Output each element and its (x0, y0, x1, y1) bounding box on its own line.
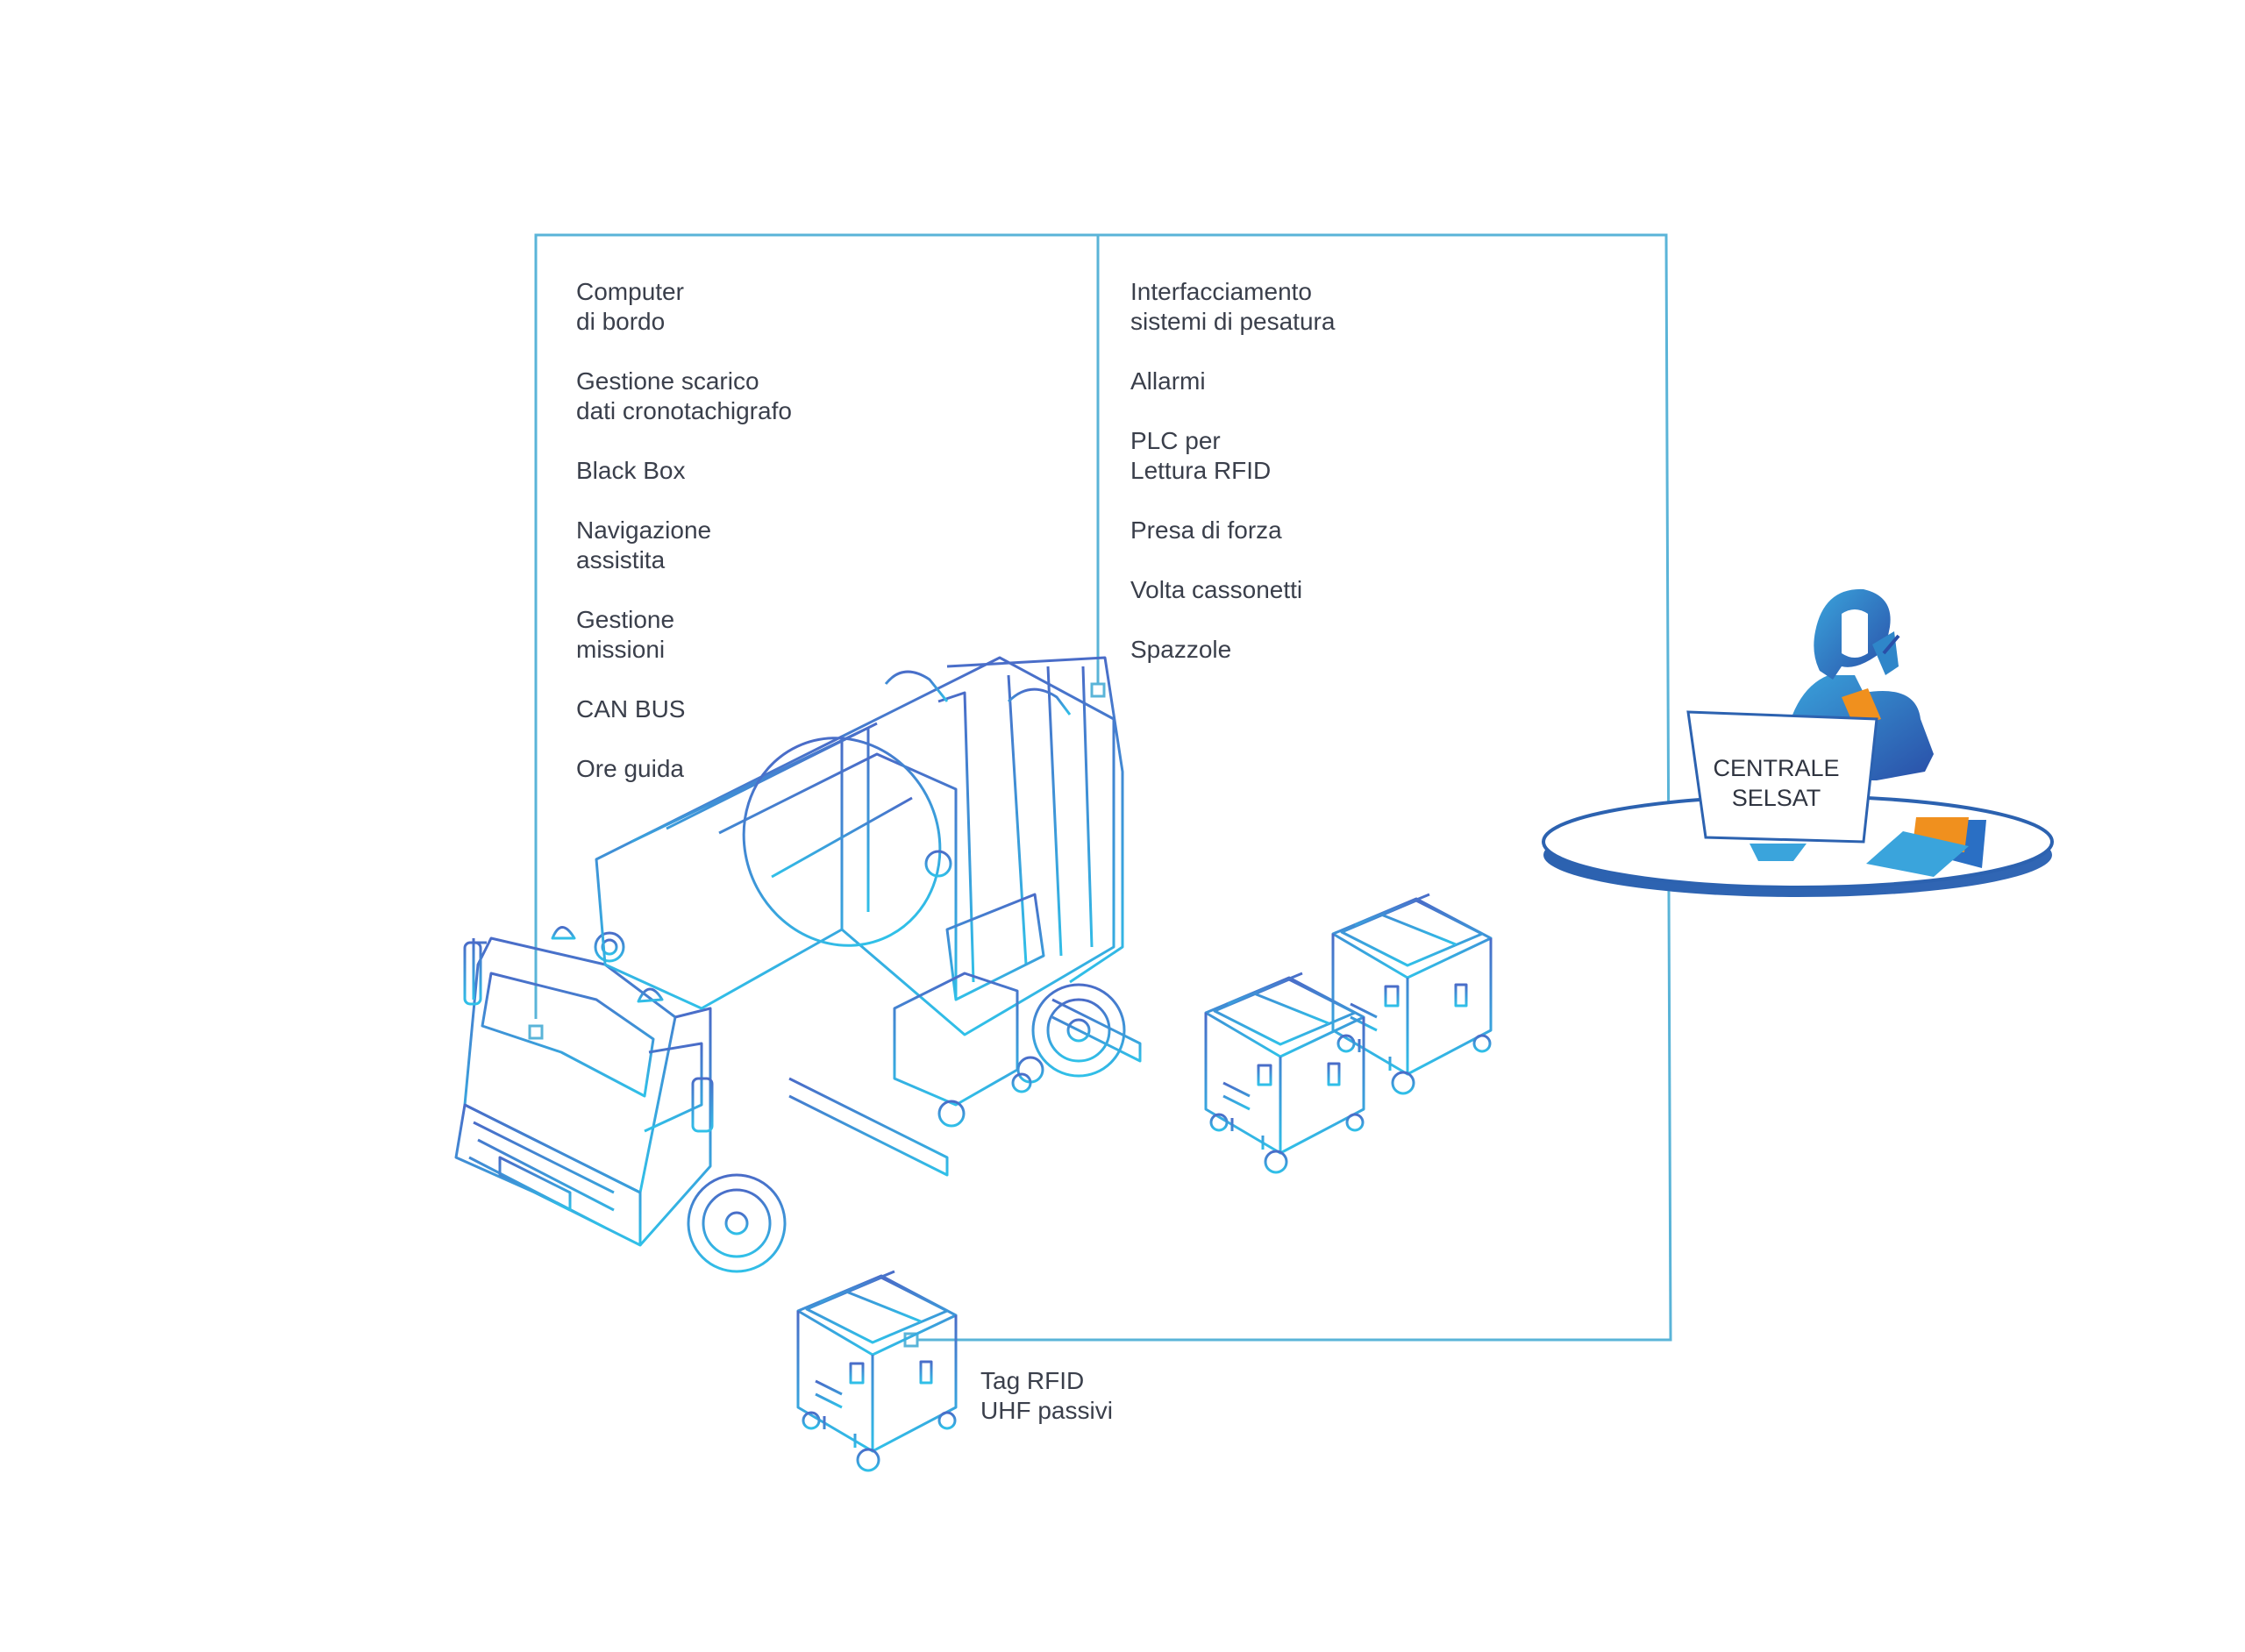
feature-item: Spazzole (1130, 636, 1232, 663)
rfid-tag-label: Tag RFID UHF passivi (980, 1367, 1113, 1424)
feature-item: Gestione missioni (576, 606, 675, 663)
feature-item: CAN BUS (576, 695, 686, 723)
control-center-label: CENTRALE SELSAT (1713, 755, 1840, 811)
feature-item: Black Box (576, 457, 686, 484)
feature-item: Gestione scarico dati cronotachigrafo (576, 367, 792, 424)
onboard-features-list: Computer di bordo Gestione scarico dati … (576, 277, 1067, 814)
feature-item: Interfacciamento sistemi di pesatura (1130, 278, 1336, 335)
feature-item: Allarmi (1130, 367, 1206, 395)
monitor-icon (1686, 710, 1878, 861)
vehicle-interfaces-list: Interfacciamento sistemi di pesatura All… (1130, 277, 1657, 694)
truck-icon (454, 656, 1142, 1273)
feature-item: PLC per Lettura RFID (1130, 427, 1272, 484)
feature-item: Volta cassonetti (1130, 576, 1303, 603)
feature-item: Ore guida (576, 755, 684, 782)
control-center (1542, 588, 2054, 897)
connection-lines (528, 233, 1672, 1348)
folder-icon (1866, 817, 1986, 877)
feature-item: Presa di forza (1130, 516, 1282, 544)
feature-item: Computer di bordo (576, 278, 684, 335)
feature-item: Navigazione assistita (576, 516, 712, 573)
